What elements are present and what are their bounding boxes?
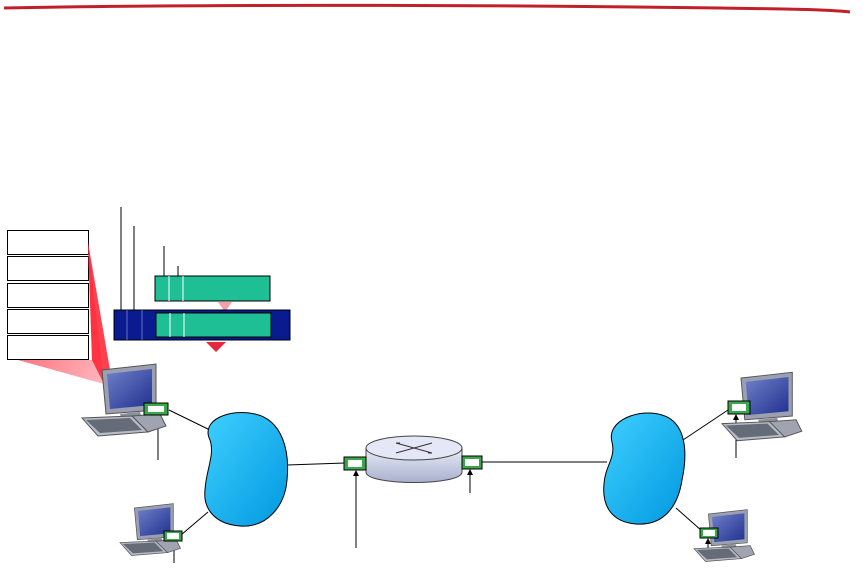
title-rule	[3, 3, 851, 14]
links	[168, 409, 729, 536]
stack-callout-fan	[18, 242, 104, 384]
stack-layer-2	[7, 256, 89, 281]
send-arrow	[206, 342, 226, 352]
frame	[113, 309, 291, 341]
host-computer-icon	[119, 503, 181, 556]
datagram-top	[154, 275, 271, 302]
interface-card-icon	[461, 455, 483, 470]
network-cloud-icon	[603, 412, 686, 525]
encapsulation-arrow	[218, 302, 232, 312]
stack-layer-3	[7, 283, 89, 308]
network-cloud-icon	[204, 412, 289, 527]
stack-layer-4	[7, 309, 89, 334]
router-icon	[365, 435, 463, 483]
stack-layer-5	[7, 335, 89, 360]
stack-layer-1	[7, 230, 89, 255]
interface-card-icon	[343, 456, 367, 471]
